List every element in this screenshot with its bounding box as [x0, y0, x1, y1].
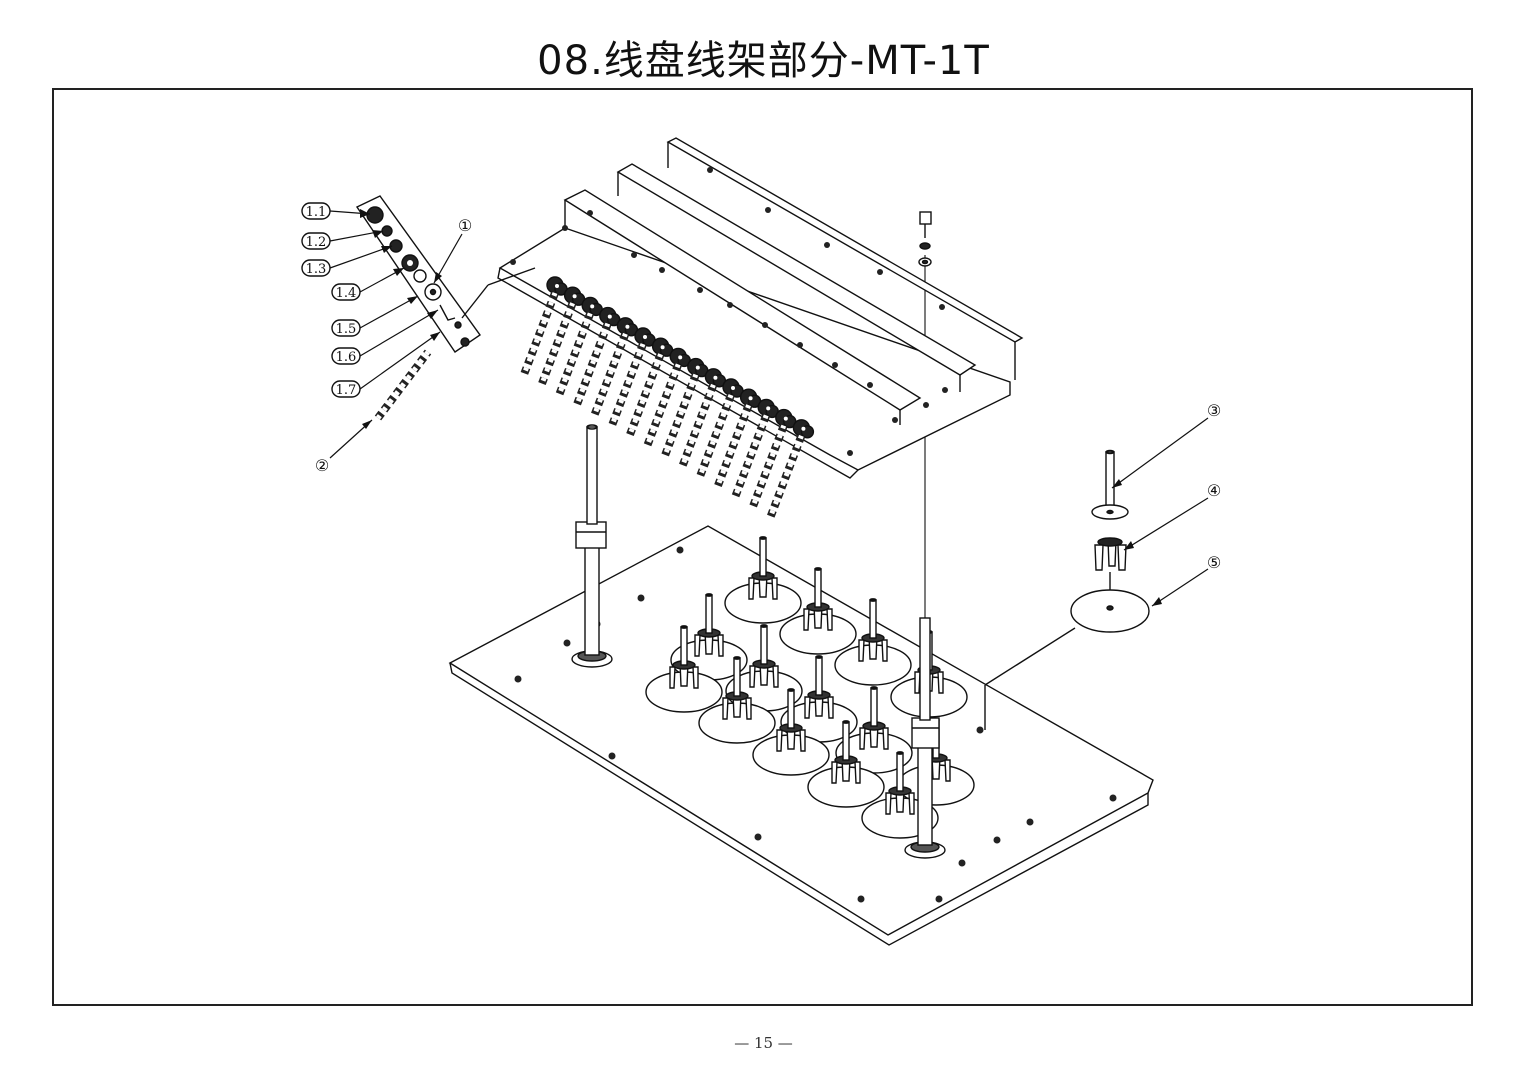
callout-label: ④	[1207, 481, 1221, 500]
leader-arrowheads	[360, 209, 1162, 606]
tension-unit	[712, 388, 762, 491]
spool-stand	[698, 656, 776, 744]
drawing-frame	[52, 88, 1473, 1006]
callout-label: 1.2	[306, 235, 327, 250]
callout-label: 1.5	[336, 322, 357, 337]
callout-1-5: 1.5	[331, 319, 361, 337]
tension-unit	[695, 378, 744, 481]
tension-unit	[642, 347, 691, 450]
tension-unit	[519, 276, 568, 379]
callout-label: 1.7	[336, 383, 357, 398]
left-support-pole	[571, 424, 613, 668]
callout-label: 1.3	[306, 262, 327, 277]
spool-stand	[724, 536, 802, 624]
tension-unit	[765, 419, 815, 522]
tension-unit	[730, 398, 779, 501]
callout-1-2: 1.2	[301, 232, 331, 250]
callout-label: ③	[1207, 401, 1221, 420]
guide-spring-detail	[374, 349, 432, 421]
tension-unit	[660, 357, 709, 461]
tension-units	[519, 276, 815, 522]
callout-1-4: 1.4	[331, 283, 361, 301]
spool-stand	[645, 625, 723, 713]
callout-3: ③	[1207, 401, 1221, 420]
spool-stand	[834, 598, 912, 686]
spool-stand	[670, 593, 748, 681]
callout-label: 1.1	[306, 205, 327, 220]
callout-1-1: 1.1	[301, 202, 331, 220]
spool-stand	[752, 688, 830, 776]
spool-pin-part-3	[1091, 449, 1129, 520]
callout-label: 1.4	[336, 286, 357, 301]
callout-5: ⑤	[1207, 553, 1221, 572]
tension-unit	[748, 408, 797, 512]
tension-unit	[536, 286, 586, 389]
spool-base-part-5	[984, 589, 1150, 730]
thread-rack	[497, 137, 1024, 479]
tension-unit	[677, 368, 727, 471]
callout-label: 1.6	[336, 350, 357, 365]
spool-holder-part-4	[1094, 537, 1127, 600]
callout-label: ②	[315, 456, 329, 475]
spool-stand	[725, 624, 803, 712]
tension-unit-detail	[355, 195, 536, 353]
spool-stand	[807, 720, 885, 808]
callout-1-3: 1.3	[301, 259, 331, 277]
callout-4: ④	[1207, 481, 1221, 500]
tension-unit	[554, 296, 603, 399]
callout-1-6: 1.6	[331, 347, 361, 365]
page-number: — 15 —	[734, 1034, 793, 1052]
callout-2: ②	[315, 456, 329, 475]
callout-1-7: 1.7	[331, 380, 361, 398]
tension-unit	[607, 327, 656, 430]
right-support-pole	[904, 255, 946, 859]
callout-1: ①	[458, 216, 472, 235]
callout-label: ⑤	[1207, 553, 1221, 572]
rack-holes	[510, 167, 948, 456]
spool-stand	[779, 567, 857, 655]
tension-unit	[624, 337, 674, 440]
callout-label: ①	[458, 216, 472, 235]
page-title: 08.线盘线架部分-MT-1T	[537, 38, 990, 84]
leader-lines	[329, 210, 1209, 607]
mounting-bolt	[918, 211, 932, 267]
tension-unit	[572, 306, 621, 410]
